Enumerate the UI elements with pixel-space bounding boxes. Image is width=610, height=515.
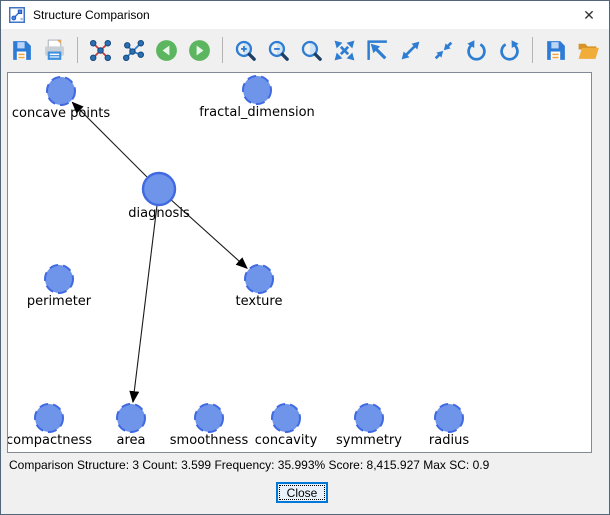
node-area[interactable]: [116, 403, 146, 433]
node-label-compactness: compactness: [8, 433, 92, 448]
edge-diagnosis-to-texture: [158, 188, 248, 269]
node-smoothness[interactable]: [194, 403, 224, 433]
expand-layout-button[interactable]: [395, 34, 426, 66]
zoom-out-button[interactable]: [263, 34, 294, 66]
node-compactness[interactable]: [34, 403, 64, 433]
node-perimeter[interactable]: [44, 264, 74, 294]
move-top-left-button[interactable]: [362, 34, 393, 66]
layout-blue-icon: [121, 38, 146, 63]
rotate-clockwise-button[interactable]: [494, 34, 525, 66]
save-icon: [9, 38, 34, 63]
zoom-in-button[interactable]: [230, 34, 261, 66]
open-folder-icon: [576, 38, 601, 63]
graph-panel[interactable]: concave points fractal_dimension diagnosis…: [7, 72, 592, 453]
node-label-concave_points: concave points: [12, 106, 110, 121]
edge-diagnosis-to-area: [129, 188, 160, 404]
title-bar: Structure Comparison ✕: [1, 1, 609, 29]
toolbar: [1, 29, 609, 71]
node-diagnosis[interactable]: [141, 171, 177, 207]
zoom-reset-button[interactable]: [296, 34, 327, 66]
node-label-area: area: [117, 433, 146, 448]
node-concave_points[interactable]: [46, 76, 76, 106]
layout-blue-button[interactable]: [118, 34, 149, 66]
contract-layout-button[interactable]: [428, 34, 459, 66]
rotate-counterclockwise-icon: [464, 38, 489, 63]
node-radius[interactable]: [434, 403, 464, 433]
print-icon: [42, 38, 67, 63]
node-texture[interactable]: [244, 264, 274, 294]
edge-diagnosis-to-concave_points: [71, 101, 160, 190]
expand-layout-icon: [398, 38, 423, 63]
node-label-diagnosis: diagnosis: [128, 206, 190, 221]
next-icon: [187, 38, 212, 63]
node-fractal_dimension[interactable]: [242, 75, 272, 105]
zoom-reset-icon: [299, 38, 324, 63]
node-concavity[interactable]: [271, 403, 301, 433]
toolbar-separator: [532, 37, 533, 63]
fit-to-window-button[interactable]: [329, 34, 360, 66]
zoom-out-icon: [266, 38, 291, 63]
close-button[interactable]: Close: [276, 482, 328, 503]
status-bar: Comparison Structure: 3 Count: 3.599 Fre…: [9, 458, 490, 472]
fit-to-window-icon: [332, 38, 357, 63]
window-close-button[interactable]: ✕: [583, 6, 595, 23]
node-symmetry[interactable]: [354, 403, 384, 433]
app-icon: [9, 7, 25, 23]
move-top-left-icon: [365, 38, 390, 63]
node-label-concavity: concavity: [255, 433, 318, 448]
rotate-clockwise-icon: [497, 38, 522, 63]
layout-red-icon: [88, 38, 113, 63]
next-button[interactable]: [184, 34, 215, 66]
window-title: Structure Comparison: [33, 8, 150, 22]
save-image-icon: [543, 38, 568, 63]
node-label-perimeter: perimeter: [27, 294, 92, 309]
previous-icon: [154, 38, 179, 63]
toolbar-separator: [222, 37, 223, 63]
structure-graph: concave points fractal_dimension diagnosis…: [8, 75, 469, 448]
contract-layout-icon: [431, 38, 456, 63]
node-label-symmetry: symmetry: [336, 433, 402, 448]
node-label-radius: radius: [429, 433, 469, 448]
zoom-in-icon: [233, 38, 258, 63]
save-button[interactable]: [6, 34, 37, 66]
print-button[interactable]: [39, 34, 70, 66]
rotate-counterclockwise-button[interactable]: [461, 34, 492, 66]
open-folder-button[interactable]: [573, 34, 604, 66]
previous-button[interactable]: [151, 34, 182, 66]
save-image-button[interactable]: [540, 34, 571, 66]
node-label-smoothness: smoothness: [170, 433, 249, 448]
toolbar-separator: [77, 37, 78, 63]
layout-red-button[interactable]: [85, 34, 116, 66]
node-label-texture: texture: [236, 294, 283, 309]
node-label-fractal_dimension: fractal_dimension: [199, 105, 315, 120]
